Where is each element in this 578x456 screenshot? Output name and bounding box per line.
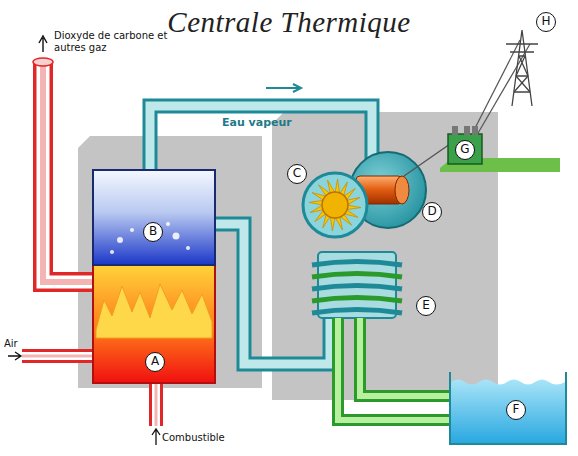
fuel-arrow <box>152 429 160 445</box>
air-arrow <box>8 352 21 360</box>
coil-winding <box>312 274 402 278</box>
pylon <box>506 30 538 106</box>
wire <box>470 40 520 138</box>
chimney-pipe <box>43 62 95 282</box>
water <box>451 380 565 444</box>
callout-number: H <box>536 12 556 32</box>
wire <box>474 44 530 140</box>
coil-winding <box>312 298 402 302</box>
callout-number: D <box>422 202 442 222</box>
turbine-hub <box>322 192 348 218</box>
text-label: Air <box>4 338 18 349</box>
furnace <box>93 265 215 383</box>
boiler <box>93 170 215 265</box>
fuel-pipe <box>156 380 157 426</box>
callout-number: B <box>143 222 163 242</box>
coil-winding <box>312 310 402 314</box>
cooling-pipes <box>338 318 452 420</box>
turbine-casing <box>303 173 367 237</box>
callout-number: E <box>416 296 436 316</box>
callout-number: C <box>287 164 307 184</box>
gas-arrow <box>39 36 47 52</box>
text-label: Combustible <box>162 432 225 443</box>
background-panel <box>78 136 262 388</box>
bubbles <box>110 222 190 254</box>
callout-number: G <box>455 140 475 160</box>
steam-pipe <box>150 106 372 176</box>
condenser-coils <box>312 262 402 314</box>
flame <box>96 284 212 338</box>
water-return-pipe <box>212 224 330 364</box>
callout-number: A <box>145 352 165 372</box>
text-label: Dioxyde de carbone et autres gaz <box>54 30 184 54</box>
text-label: Eau vapeur <box>222 116 292 129</box>
tank <box>450 372 566 444</box>
chimney-top <box>33 58 53 66</box>
wire <box>404 144 450 176</box>
coil-winding <box>312 286 402 290</box>
turbine-blades <box>309 179 361 231</box>
flow-arrow <box>266 84 301 92</box>
coil-winding <box>312 262 402 266</box>
air-pipe <box>22 356 95 357</box>
transformer <box>448 134 482 164</box>
callout-number: F <box>506 400 526 420</box>
